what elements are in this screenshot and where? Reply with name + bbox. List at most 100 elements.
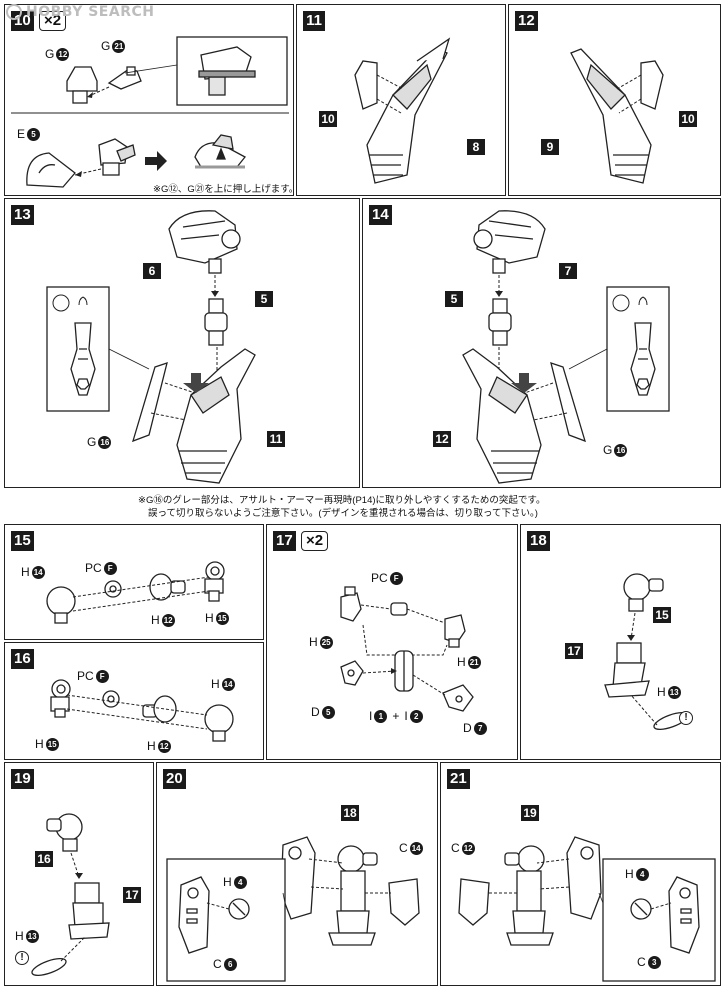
part-g21 xyxy=(107,66,142,90)
ref-18: 18 xyxy=(341,805,359,821)
ref-19: 19 xyxy=(521,805,539,821)
ref-5: 5 xyxy=(445,291,463,307)
step-number: 14 xyxy=(369,205,392,225)
step-number: 19 xyxy=(11,769,34,789)
step-21-diagram xyxy=(458,836,716,982)
step-number: 13 xyxy=(11,205,34,225)
step-13-14-note-line-1: ※G⑯のグレー部分は、アサルト・アーマー再現時(P14)に取り外しやすくするため… xyxy=(138,495,546,506)
part-c12 xyxy=(458,878,490,926)
arm-part-9 xyxy=(570,48,652,184)
ref-12: 12 xyxy=(433,431,451,447)
step-number: 17 xyxy=(273,531,296,551)
joint-part-5 xyxy=(204,298,228,346)
part-17 xyxy=(68,882,110,940)
part-pc-f xyxy=(390,602,408,616)
part-h25 xyxy=(340,586,362,622)
step-number: 21 xyxy=(447,769,470,789)
part-16 xyxy=(46,813,83,852)
step-number: 18 xyxy=(527,531,550,551)
step-20-panel: 20 18 C xyxy=(156,762,438,986)
step-13-diagram xyxy=(46,210,256,484)
multiplier-badge: ×2 xyxy=(39,11,67,31)
ref-10: 10 xyxy=(319,111,337,127)
step-12-diagram xyxy=(570,48,664,184)
part-10 xyxy=(640,60,664,110)
ref-10: 10 xyxy=(679,111,697,127)
part-g16 xyxy=(132,362,168,443)
step-number: 20 xyxy=(163,769,186,789)
step-number: 11 xyxy=(303,11,325,31)
part-h14 xyxy=(204,704,234,742)
inset-g16-detail xyxy=(70,322,96,396)
part-10 xyxy=(354,60,378,110)
assembled-head xyxy=(194,134,246,168)
shoulder-part-7 xyxy=(473,210,546,274)
part-15 xyxy=(623,573,664,612)
step-15-diagram xyxy=(46,561,225,624)
part-i1-i2 xyxy=(394,650,414,692)
step-10-panel: 10 ×2 xyxy=(4,4,294,196)
ref-17: 17 xyxy=(123,887,141,903)
part-h4 xyxy=(630,898,652,920)
step-14-diagram xyxy=(462,210,670,484)
inset-armor xyxy=(668,876,700,954)
inset-armor xyxy=(178,876,210,954)
step-11-diagram xyxy=(354,37,451,184)
hobby-search-logo-icon xyxy=(6,4,22,20)
inset-g16-detail xyxy=(630,322,656,396)
multiplier-badge: ×2 xyxy=(301,531,329,551)
part-h12 xyxy=(142,695,177,723)
armor-left xyxy=(280,836,316,920)
step-number: 12 xyxy=(515,11,538,31)
step-number: 16 xyxy=(11,649,34,669)
ref-8: 8 xyxy=(467,139,485,155)
part-e5 xyxy=(26,152,76,188)
arm-part-11 xyxy=(176,348,256,484)
joint-part-5 xyxy=(488,298,512,346)
step-11-panel: 11 10 8 xyxy=(296,4,506,196)
part-c14 xyxy=(388,878,420,926)
part-h15 xyxy=(204,561,225,602)
step-20-diagram xyxy=(166,836,420,982)
arm-part-8 xyxy=(366,37,451,184)
part-17 xyxy=(604,642,650,698)
part-d7 xyxy=(442,684,474,712)
part-g12 xyxy=(66,66,98,104)
part-h4 xyxy=(228,898,250,920)
inset-part xyxy=(198,46,256,96)
shoulder-part-6 xyxy=(168,210,241,274)
ref-17: 17 xyxy=(565,643,583,659)
ref-11: 11 xyxy=(267,431,285,447)
ref-15: 15 xyxy=(653,607,671,623)
part-pc-f xyxy=(104,580,122,598)
step-12-panel: 12 10 9 xyxy=(508,4,721,196)
part-d5 xyxy=(340,660,364,686)
ref-6: 6 xyxy=(143,263,161,279)
armor-right xyxy=(566,836,602,920)
step-14-panel: 14 xyxy=(362,198,721,488)
part-g16 xyxy=(550,362,586,443)
ref-9: 9 xyxy=(541,139,559,155)
step-13-panel: 13 xyxy=(4,198,360,488)
